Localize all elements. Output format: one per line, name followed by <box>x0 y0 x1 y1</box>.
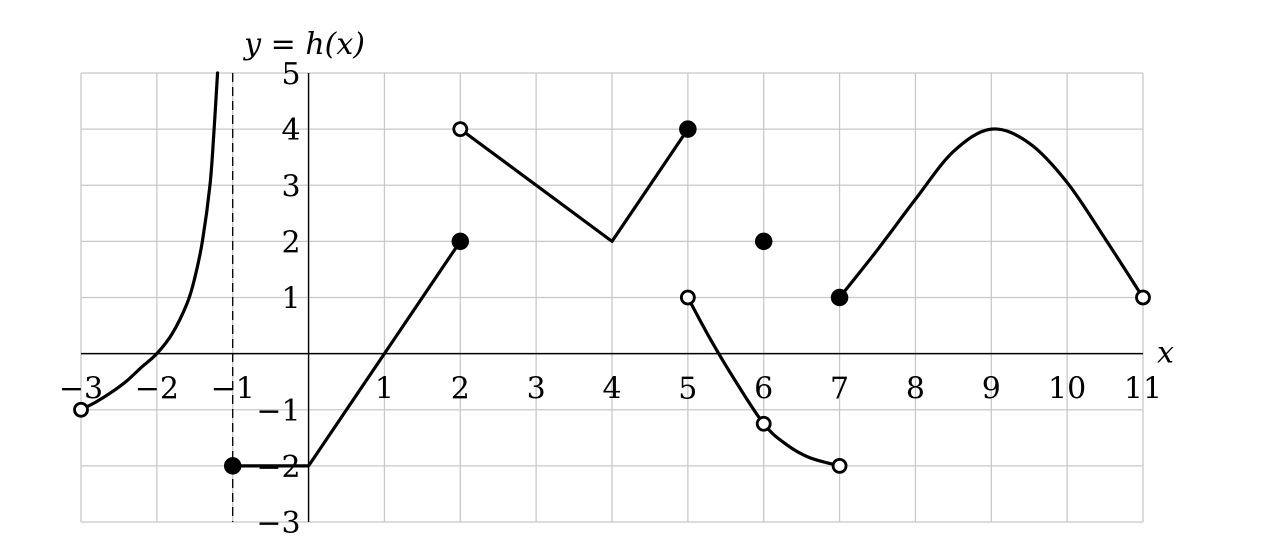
x-tick-label: 7 <box>830 372 849 407</box>
x-axis-title: x <box>1157 336 1174 371</box>
y-tick-label: −1 <box>256 394 300 429</box>
y-tick-label: 2 <box>281 225 300 260</box>
x-tick-label: −1 <box>211 372 255 407</box>
x-tick-label: 4 <box>602 372 621 407</box>
graph-piece-3 <box>458 127 690 243</box>
open-dot <box>1135 289 1151 306</box>
x-tick-label: 6 <box>754 372 773 407</box>
x-tick-label: 11 <box>1124 372 1162 407</box>
closed-dot <box>451 232 470 251</box>
open-dot <box>452 121 469 138</box>
x-tick-label: 1 <box>375 372 394 407</box>
chart-title: y = h(x) <box>242 27 365 62</box>
x-tick-label: −3 <box>59 372 103 407</box>
open-dot <box>831 457 848 474</box>
y-tick-label: 1 <box>281 282 300 317</box>
open-dot <box>755 415 772 432</box>
axes <box>81 73 1143 522</box>
y-tick-label: 4 <box>281 113 300 148</box>
x-tick-label: 8 <box>906 372 925 407</box>
tick-labels: −3 −2 −1 1 2 3 4 5 6 7 8 9 10 11 5 4 3 2 1 −1 −2 −3 <box>59 57 1162 541</box>
open-dot <box>73 401 89 418</box>
closed-dot <box>223 457 242 475</box>
graph-piece-1 <box>79 71 220 412</box>
grid <box>80 72 1144 523</box>
x-tick-label: 5 <box>678 372 697 407</box>
open-dot <box>679 289 696 306</box>
x-tick-label: 9 <box>982 372 1001 407</box>
x-tick-label: 3 <box>527 372 546 407</box>
closed-dot <box>830 288 849 307</box>
x-tick-label: 2 <box>451 372 470 407</box>
x-tick-label: 10 <box>1048 372 1086 407</box>
x-tick-label: −2 <box>135 372 179 407</box>
closed-dot <box>754 232 773 251</box>
y-tick-label: −2 <box>256 450 300 485</box>
y-tick-label: −3 <box>256 506 300 541</box>
graph-piece-2 <box>231 239 462 468</box>
y-tick-label: 5 <box>281 57 300 92</box>
graph-piece-5 <box>837 127 1145 300</box>
y-tick-label: 3 <box>281 169 300 204</box>
endpoint-dots <box>73 120 1151 475</box>
closed-dot <box>679 120 697 138</box>
